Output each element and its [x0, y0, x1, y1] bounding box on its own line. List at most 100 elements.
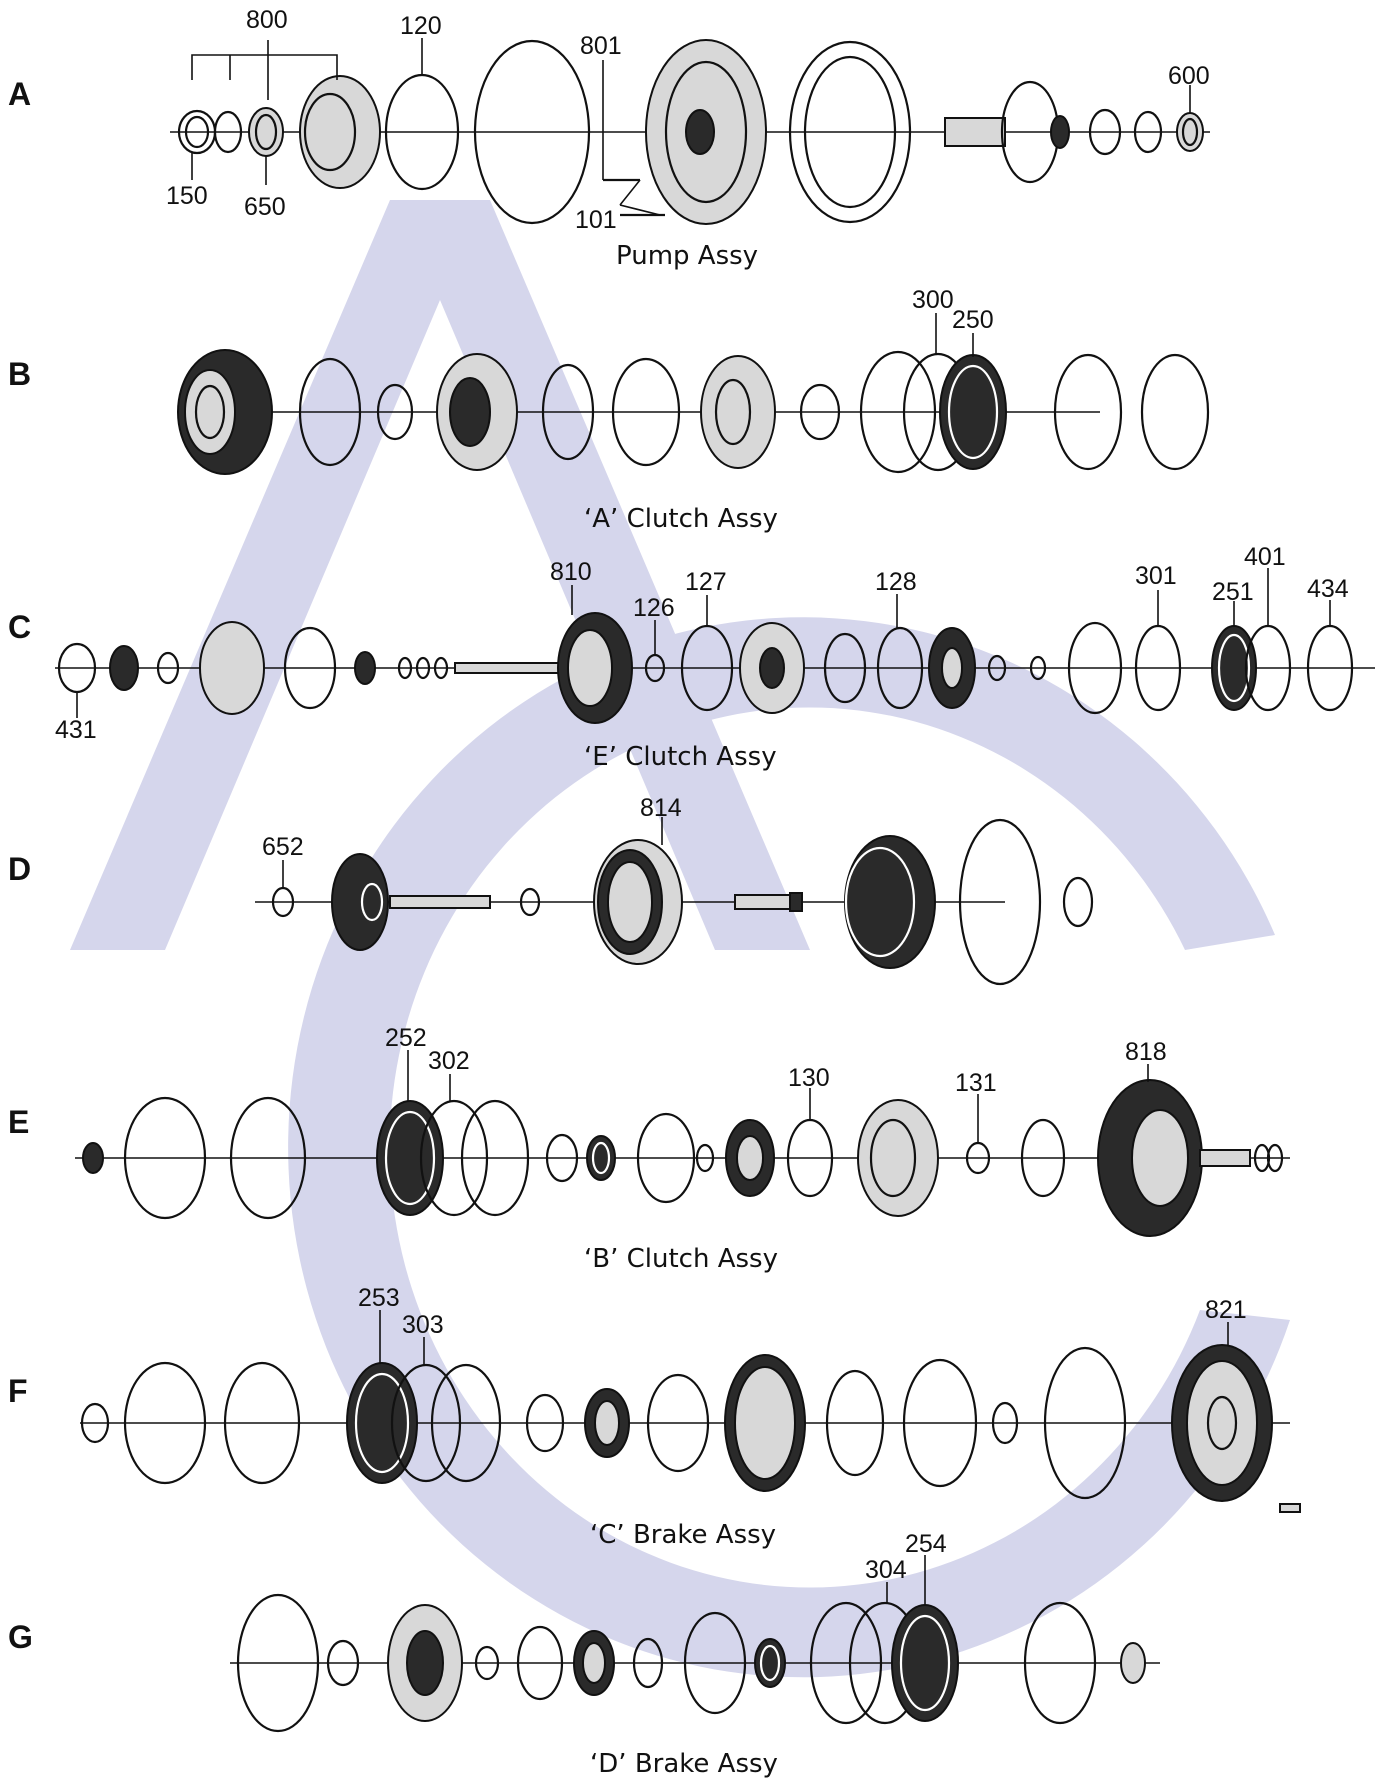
return-spring-b — [636, 1112, 696, 1204]
row-d-parts — [255, 818, 1094, 986]
callout-304: 304 — [865, 1556, 907, 1584]
seal-b1 — [298, 357, 362, 467]
steel-plate-a — [859, 350, 937, 474]
seal-f1 — [80, 1402, 110, 1444]
row-letter-g: G — [8, 1619, 33, 1655]
ring-gear-d — [844, 835, 936, 969]
row-letter-f: F — [8, 1373, 28, 1409]
callout-254: 254 — [905, 1530, 947, 1558]
part-302 — [419, 1099, 489, 1217]
pressure-plate-a — [1053, 353, 1123, 471]
callout-821: 821 — [1205, 1296, 1247, 1324]
row-g-parts — [230, 1593, 1160, 1733]
callout-300: 300 — [912, 286, 954, 314]
callout-131: 131 — [955, 1069, 997, 1097]
part-253 — [346, 1362, 418, 1484]
seal-f3 — [902, 1358, 978, 1488]
callout-101: 101 — [575, 206, 617, 234]
return-spring-a — [541, 363, 595, 461]
callout-434: 434 — [1307, 575, 1349, 603]
input-shaft-c — [454, 662, 566, 674]
row-f-parts — [80, 1344, 1301, 1513]
callout-652: 652 — [262, 833, 304, 861]
thrust-washer-d — [1062, 876, 1094, 928]
planet-carrier-c — [199, 621, 265, 715]
pressure-plate-c — [223, 1361, 301, 1485]
callout-253: 253 — [358, 1284, 400, 1312]
seal-b2 — [376, 383, 414, 441]
pressure-plate-d — [236, 1593, 320, 1733]
row-e-parts — [75, 1079, 1290, 1237]
steel-plate-d — [809, 1601, 883, 1725]
callout-401: 401 — [1244, 543, 1286, 571]
caption-c-brake-assy: ‘C’ Brake Assy — [590, 1520, 776, 1550]
callout-127: 127 — [685, 568, 727, 596]
callout-251: 251 — [1212, 578, 1254, 606]
backing-plate-d — [1023, 1601, 1097, 1725]
callout-150: 150 — [166, 182, 208, 210]
caption-b-clutch-assy: ‘B’ Clutch Assy — [584, 1244, 778, 1274]
part-ring — [213, 110, 243, 154]
caption-a-clutch-assy: ‘A’ Clutch Assy — [584, 504, 778, 534]
caption-e-clutch-assy: ‘E’ Clutch Assy — [584, 742, 777, 772]
row-letter-d: D — [8, 851, 31, 887]
snap-ring-e-large — [123, 1096, 207, 1220]
steel-plate-c — [430, 1363, 502, 1483]
seal-f2 — [825, 1369, 885, 1477]
row-letter-a: A — [8, 76, 31, 112]
watermark-logo — [70, 200, 1290, 1678]
part-252 — [376, 1100, 444, 1216]
part-128 — [876, 626, 924, 710]
return-spring-d — [683, 1611, 747, 1715]
pump-cover — [299, 75, 381, 189]
callout-301: 301 — [1135, 562, 1177, 590]
callout-810: 810 — [550, 558, 592, 586]
snap-ring-d — [958, 818, 1042, 986]
snap-ring-f-large — [123, 1361, 207, 1485]
seal-e1 — [82, 1142, 104, 1174]
row-letter-b: B — [8, 356, 31, 392]
intermediate-shaft — [389, 895, 491, 909]
return-spring-e — [823, 632, 867, 704]
seal-ring — [1088, 108, 1122, 156]
anti-rotation-pin — [1279, 1503, 1301, 1513]
snap-ring-f-xl — [1043, 1346, 1127, 1500]
watermark-letter-a — [70, 200, 810, 950]
retainer-c — [283, 626, 337, 710]
callout-126: 126 — [633, 594, 675, 622]
seal-e3 — [1020, 1118, 1066, 1198]
row-letter-e: E — [8, 1104, 29, 1140]
pump-plate — [788, 40, 912, 224]
callout-650: 650 — [244, 193, 286, 221]
seal-e2 — [586, 1135, 616, 1181]
callout-431: 431 — [55, 716, 97, 744]
callout-302: 302 — [428, 1047, 470, 1075]
snap-ring-a-large — [1140, 353, 1210, 471]
caption-pump-assy: Pump Assy — [616, 241, 758, 271]
hub-shaft-e — [1199, 1149, 1251, 1167]
steel-plate-e — [1067, 621, 1123, 715]
sun-gear-c — [109, 645, 139, 691]
seal-g1 — [516, 1625, 564, 1701]
seal-b3 — [611, 357, 681, 467]
stator-shaft — [944, 117, 1006, 147]
o-ring-large — [473, 39, 591, 225]
thrust-washer-g — [1120, 1642, 1146, 1684]
sun-gear-d — [331, 853, 389, 951]
callout-130: 130 — [788, 1064, 830, 1092]
callout-250: 250 — [952, 306, 994, 334]
row-a-parts — [170, 39, 1210, 225]
callout-252: 252 — [385, 1024, 427, 1052]
snap-ring-b — [799, 383, 841, 441]
balance-dam — [700, 355, 776, 469]
part-303 — [390, 1363, 462, 1483]
row-c-parts — [55, 612, 1375, 724]
callout-818: 818 — [1125, 1038, 1167, 1066]
callout-303: 303 — [402, 1311, 444, 1339]
row-letter-c: C — [8, 609, 31, 645]
callout-128: 128 — [875, 568, 917, 596]
return-spring-c — [646, 1373, 710, 1473]
callout-120: 120 — [400, 12, 442, 40]
